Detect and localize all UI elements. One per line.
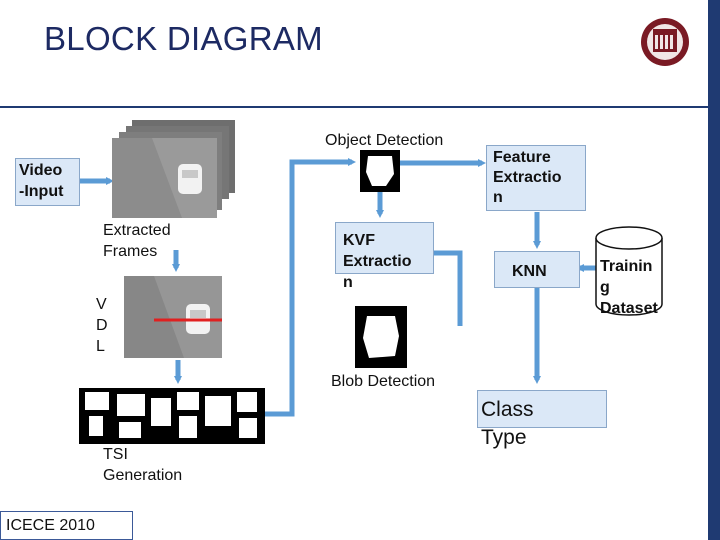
object-detection-image <box>360 150 400 192</box>
training-dataset-label: Trainin g Dataset <box>600 258 658 317</box>
slide-title: BLOCK DIAGRAM <box>44 20 323 57</box>
vdl-car-icon <box>124 276 222 358</box>
class-type-label: Class Type <box>481 398 534 449</box>
vdl-frame <box>124 276 222 358</box>
feature-extraction-box <box>486 145 586 211</box>
vdl-label: V D L <box>96 296 108 355</box>
tsi-blobs-icon <box>85 392 257 438</box>
footer-label: ICECE 2010 <box>0 511 133 540</box>
training-dataset-cylinder-icon <box>595 226 663 316</box>
tsi-image <box>79 388 265 444</box>
right-accent-bar <box>708 0 720 540</box>
university-logo-icon <box>641 18 689 66</box>
arrow-tsi-to-object-detection <box>265 158 356 417</box>
knn-label: KNN <box>512 263 547 280</box>
kvf-extraction-box <box>335 222 434 274</box>
video-input-box <box>15 158 80 206</box>
feature-extraction-label: Feature Extractio n <box>493 149 562 206</box>
title-divider <box>0 106 708 108</box>
frame-front <box>112 138 217 218</box>
object-blob-icon <box>366 156 394 186</box>
car-frame-icon <box>112 138 217 218</box>
tsi-generation-label: TSI Generation <box>103 446 183 484</box>
knn-box <box>494 251 580 288</box>
blob-detection-label: Blob Detection <box>331 373 436 390</box>
class-type-box <box>477 390 607 428</box>
arrow-kvf-side <box>434 250 463 326</box>
blob-detection-image <box>355 306 407 368</box>
object-detection-label: Object Detection <box>325 132 444 149</box>
video-input-label: Video -Input <box>19 162 64 200</box>
kvf-extraction-label: KVF Extractio n <box>343 232 412 291</box>
extracted-frames-label: Extracted Frames <box>103 222 171 260</box>
blob-icon <box>363 316 399 358</box>
